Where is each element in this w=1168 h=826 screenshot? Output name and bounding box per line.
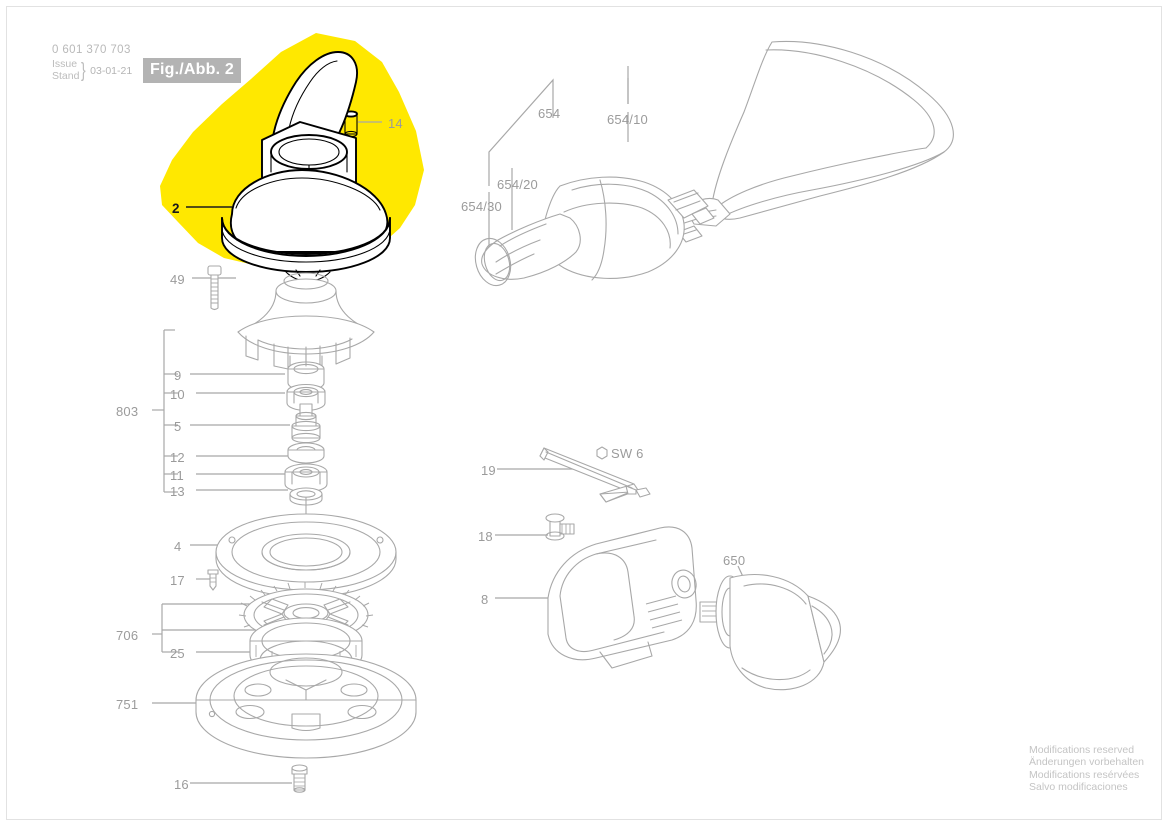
- callout-11: 11: [170, 468, 184, 483]
- part-654-30-seal-ring: [474, 237, 512, 287]
- part-12-washer: [287, 442, 325, 464]
- footer-line-es: Salvo modificaciones: [1028, 781, 1128, 794]
- part-10-bearing: [286, 383, 326, 412]
- callout-10: 10: [170, 387, 185, 402]
- hex-marker-icon: [596, 446, 608, 460]
- callout-2: 2: [172, 201, 180, 216]
- callout-8: 8: [481, 592, 489, 607]
- part-group-803-spindle: [284, 354, 328, 561]
- callout-12: 12: [170, 450, 185, 465]
- callout-706: 706: [116, 628, 139, 643]
- callout-49: 49: [170, 272, 185, 287]
- callout-19: 19: [481, 463, 496, 478]
- footer-disclaimer: Modifications reserved Änderungen vorbeh…: [1029, 744, 1144, 794]
- callout-16: 16: [174, 777, 189, 792]
- part-4-housing-plate: [215, 513, 397, 598]
- document-number: 0 601 370 703: [52, 44, 131, 56]
- part-13-seal: [289, 487, 323, 506]
- callout-25: 25: [170, 646, 185, 661]
- footer-line-de: Änderungen vorbehalten: [1028, 756, 1144, 769]
- leader-lines-right: [358, 66, 753, 599]
- issue-label: Issue: [52, 58, 78, 70]
- figure-badge: Fig./Abb. 2: [143, 58, 241, 83]
- stand-label: Stand: [52, 69, 80, 82]
- callout-751: 751: [116, 697, 139, 712]
- part-group-706-gear: [238, 582, 374, 680]
- part-650-handle: [699, 574, 841, 691]
- part-fan-impeller: [237, 272, 375, 377]
- callout-650: 650: [723, 553, 746, 568]
- callout-13: 13: [170, 484, 185, 499]
- issue-stand-labels: Issue Stand: [52, 58, 80, 82]
- callout-654-10: 654/10: [607, 112, 648, 127]
- issue-row: Issue Stand } 03-01-21: [52, 58, 133, 82]
- part-18-screw: [545, 513, 575, 541]
- callout-14: 14: [388, 116, 403, 131]
- vent-slots: [645, 595, 683, 629]
- callout-654-30: 654/30: [461, 199, 502, 214]
- part-17-screw: [207, 569, 219, 591]
- callout-5: 5: [174, 419, 182, 434]
- pad-dust-holes: [235, 683, 377, 732]
- part-654-10-clamp: [667, 189, 715, 225]
- callout-803: 803: [116, 404, 139, 419]
- part-19-allen-key: [539, 447, 639, 503]
- part-19-allen-key-bend: [635, 487, 651, 498]
- callout-654-20: 654/20: [497, 177, 538, 192]
- part-751-sanding-pad: [195, 653, 417, 759]
- footer-line-fr: Modifications resérvées: [1028, 768, 1140, 781]
- part-654-dust-bag-assembly: [474, 40, 954, 287]
- document-header: 0 601 370 703 Issue Stand } 03-01-21: [52, 44, 132, 82]
- footer-line-en: Modifications reserved: [1028, 743, 1135, 756]
- part-49-screw: [207, 265, 222, 311]
- brace-glyph: }: [81, 59, 87, 82]
- issue-date: 03-01-21: [90, 64, 133, 77]
- part-16-screw: [291, 764, 308, 793]
- part-2-dust-cover: [221, 51, 391, 282]
- callout-9: 9: [174, 368, 182, 383]
- sw6-annotation: SW 6: [611, 446, 644, 461]
- callout-18: 18: [478, 529, 493, 544]
- callout-17: 17: [170, 573, 185, 588]
- part-8-housing-cover: [547, 526, 697, 669]
- callout-4: 4: [174, 539, 182, 554]
- part-5-spindle: [291, 403, 321, 444]
- callout-654: 654: [538, 106, 561, 121]
